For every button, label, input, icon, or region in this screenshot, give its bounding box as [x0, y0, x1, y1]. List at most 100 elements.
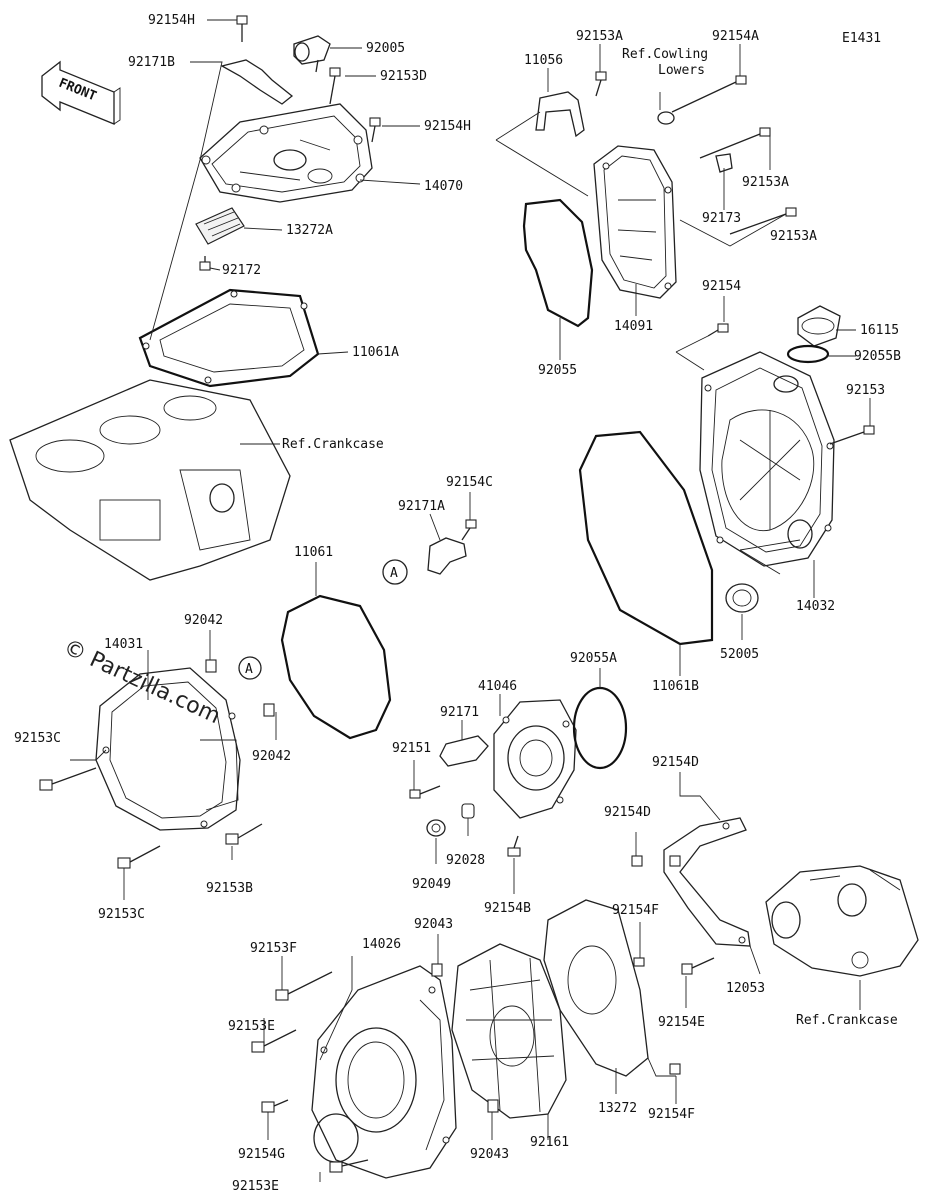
bracket-12053	[663, 817, 751, 947]
label-92043-low: 92043	[470, 1147, 509, 1162]
label-16115: 16115	[860, 323, 899, 338]
label-92055a: 92055A	[570, 651, 617, 666]
bolt-92151	[409, 785, 441, 799]
label-14026: 14026	[362, 937, 401, 952]
bolt-92154h-mid	[369, 117, 381, 143]
label-13272: 13272	[598, 1101, 637, 1116]
clip-ref-cowling	[657, 111, 675, 125]
label-92028: 92028	[446, 853, 485, 868]
label-13272a: 13272A	[286, 223, 333, 238]
oring-92055a	[572, 686, 628, 770]
label-11061: 11061	[294, 545, 333, 560]
oil-cap-16115	[797, 305, 841, 347]
label-14070: 14070	[424, 179, 463, 194]
label-92153f: 92153F	[250, 941, 297, 956]
dowel-92042-mid	[263, 703, 275, 717]
seal-52005	[725, 583, 759, 613]
cover-13272	[543, 899, 649, 1077]
sprocket-cover-14026	[311, 965, 457, 1179]
marker-a-upper: A	[382, 559, 408, 585]
label-92153c-low: 92153C	[98, 907, 145, 922]
label-41046: 41046	[478, 679, 517, 694]
label-ref-cowling-2: Lowers	[658, 63, 705, 78]
label-92153a-top: 92153A	[576, 29, 623, 44]
label-ref-crankcase-top: Ref.Crankcase	[282, 437, 384, 452]
label-92154h-mid: 92154H	[424, 119, 471, 134]
bolt-92172	[199, 256, 211, 271]
gasket-11061a	[138, 288, 320, 388]
oring-92055b	[786, 344, 830, 364]
collar-92028	[461, 803, 475, 819]
label-92153e-mid: 92153E	[228, 1019, 275, 1034]
guard-92161	[451, 943, 567, 1119]
clip-92173	[715, 153, 733, 173]
label-92154b: 92154B	[484, 901, 531, 916]
label-92151: 92151	[392, 741, 431, 756]
label-92154g: 92154G	[238, 1147, 285, 1162]
cover-13272-window	[567, 945, 617, 1015]
bolt-92154	[707, 323, 729, 337]
label-92005: 92005	[366, 41, 405, 56]
bolt-92154d-top	[669, 855, 681, 867]
gasket-92055	[522, 198, 594, 328]
bolt-92153	[829, 425, 875, 445]
label-92049: 92049	[412, 877, 451, 892]
bolt-92153c-left	[39, 767, 97, 791]
label-92173: 92173	[702, 211, 741, 226]
label-11056: 11056	[524, 53, 563, 68]
label-92153d: 92153D	[380, 69, 427, 84]
svg-text:A: A	[390, 566, 398, 581]
label-92042-top: 92042	[184, 613, 223, 628]
bolt-92153e-low	[329, 1159, 369, 1173]
bolt-92153f	[275, 971, 333, 1001]
label-92043-top: 92043	[414, 917, 453, 932]
cover-41046	[493, 699, 577, 819]
label-92154d-mid: 92154D	[604, 805, 651, 820]
part-labels: 92154H 92171B 92005 92153D 92154H 14070 …	[14, 13, 901, 1194]
label-92154h-top: 92154H	[148, 13, 195, 28]
label-92154a: 92154A	[712, 29, 759, 44]
clamp-92171	[439, 735, 489, 767]
dowel-92043-top	[431, 963, 443, 977]
label-92154: 92154	[702, 279, 741, 294]
bolt-92154h-top	[236, 15, 248, 42]
svg-text:A: A	[245, 662, 253, 677]
label-14091: 14091	[614, 319, 653, 334]
bolt-92154f-low	[669, 1063, 681, 1075]
label-52005: 52005	[720, 647, 759, 662]
front-label: FRONT	[57, 76, 99, 105]
bolt-92153a-mid	[699, 127, 771, 159]
gasket-11061	[280, 594, 392, 740]
bolt-92154e	[681, 957, 715, 975]
label-14031: 14031	[104, 637, 143, 652]
label-92154f-low: 92154F	[648, 1107, 695, 1122]
label-92154c: 92154C	[446, 475, 493, 490]
label-92153b: 92153B	[206, 881, 253, 896]
bracket-92171a	[427, 537, 467, 575]
bolt-92153a-low	[729, 207, 797, 235]
label-92153a-low: 92153A	[770, 229, 817, 244]
label-ref-crankcase-bottom: Ref.Crankcase	[796, 1013, 898, 1028]
label-92055: 92055	[538, 363, 577, 378]
bolt-92153e-mid	[251, 1029, 297, 1053]
clutch-cover-14032	[699, 351, 835, 567]
label-14032: 14032	[796, 599, 835, 614]
fitting-92005	[293, 35, 331, 73]
front-arrow-icon: FRONT	[41, 60, 121, 125]
label-92172: 92172	[222, 263, 261, 278]
diagram-code: E1431	[842, 31, 881, 46]
label-92154d-top: 92154D	[652, 755, 699, 770]
dowel-92043-low	[487, 1099, 499, 1113]
label-ref-cowling-1: Ref.Cowling	[622, 47, 708, 62]
bolt-92154a	[671, 75, 747, 113]
label-92042-mid: 92042	[252, 749, 291, 764]
dowel-92042-top	[205, 659, 217, 673]
gasket-11061b	[578, 430, 714, 646]
label-92161: 92161	[530, 1135, 569, 1150]
label-92153c-left: 92153C	[14, 731, 61, 746]
label-11061a: 11061A	[352, 345, 399, 360]
bolt-92153a-top	[595, 71, 607, 97]
label-92055b: 92055B	[854, 349, 901, 364]
bolt-92154c	[461, 519, 477, 541]
